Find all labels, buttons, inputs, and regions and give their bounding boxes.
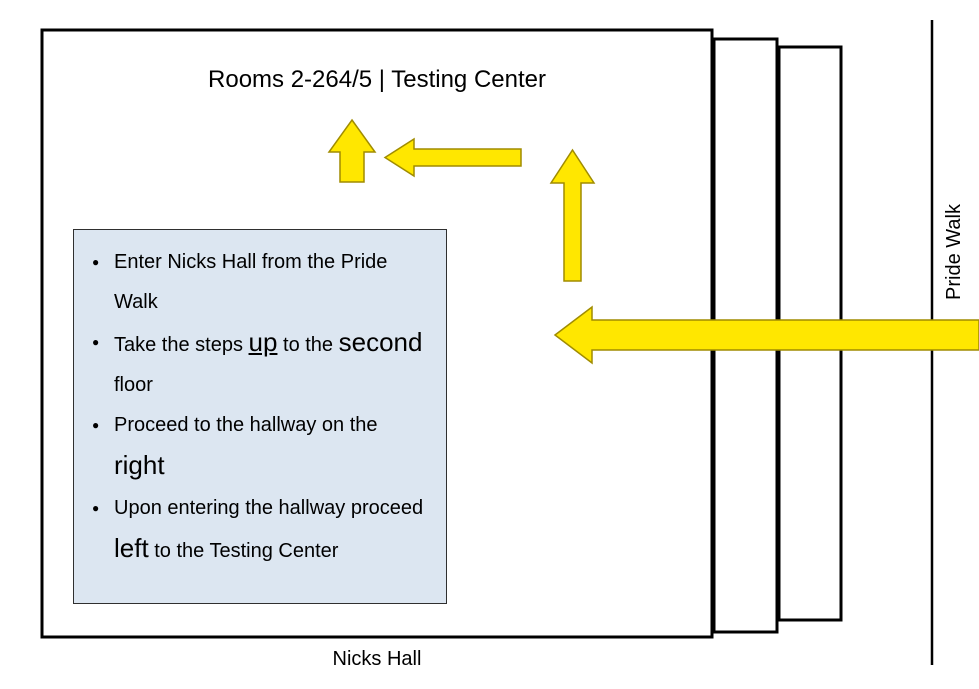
instruction-text-part: Upon entering the hallway proceed: [114, 497, 424, 519]
instruction-take-steps-up: Take the steps up to the second floor: [92, 322, 432, 405]
building-label: Nicks Hall: [332, 648, 422, 670]
instruction-text-part: floor: [114, 374, 153, 396]
instruction-proceed-left-testing-center: Upon entering the hallway proceed left t…: [92, 488, 432, 571]
instruction-text-part: Enter Nicks Hall from the Pride Walk: [114, 251, 388, 313]
instruction-emphasis-left: left: [114, 533, 149, 563]
instruction-text-part: to the Testing Center: [148, 540, 339, 562]
instruction-emphasis-up: up: [248, 327, 278, 357]
route-arrows: [327, 118, 979, 365]
walkway-label: Pride Walk: [943, 204, 965, 300]
instruction-proceed-hallway-right: Proceed to the hallway on the right: [92, 405, 432, 488]
instruction-emphasis-second: second: [338, 327, 423, 357]
instruction-emphasis-right: right: [114, 450, 165, 480]
instructions-list: Enter Nicks Hall from the Pride Walk Tak…: [74, 230, 446, 571]
arrow-entry-west: [553, 305, 979, 365]
arrow-testing-center: [327, 118, 377, 183]
instructions-panel: Enter Nicks Hall from the Pride Walk Tak…: [73, 229, 447, 604]
instruction-enter-building: Enter Nicks Hall from the Pride Walk: [92, 242, 432, 322]
instruction-text-part: to the: [277, 334, 339, 356]
arrow-stairs-up: [549, 148, 596, 282]
instruction-text-part: Proceed to the hallway on the: [114, 414, 378, 436]
page-title: Rooms 2-264/5 | Testing Center: [208, 66, 546, 93]
instruction-text-part: Take the steps: [114, 334, 249, 356]
arrow-hallway-west: [383, 137, 522, 178]
